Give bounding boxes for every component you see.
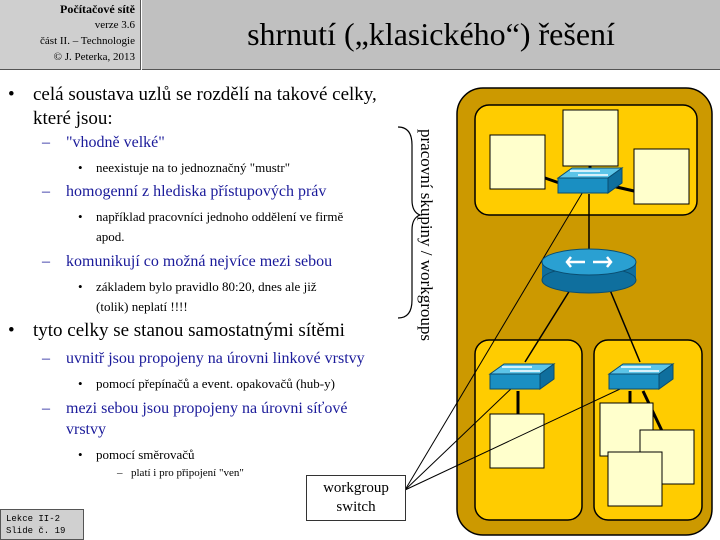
bullet-1-line-1: celá soustava uzlů se rozdělí na takové … xyxy=(33,84,377,105)
sub-sub-bullet-routers: pomocí směrovačů xyxy=(96,447,195,462)
switch-icon xyxy=(607,363,675,390)
dash-marker: – xyxy=(42,134,50,151)
workstation xyxy=(562,109,619,167)
sub-sub-sub-bullet-outside: platí i pro připojení "ven" xyxy=(131,467,244,479)
bullet-marker: • xyxy=(78,209,83,224)
lesson-label: Lekce II-2 xyxy=(6,514,61,524)
switch-icon xyxy=(488,363,556,390)
dash-marker: – xyxy=(42,350,50,367)
sub-bullet-homogeneous: homogenní z hlediska přístupových práv xyxy=(66,183,327,200)
bullet-marker: • xyxy=(8,84,15,105)
copyright-label: © J. Peterka, 2013 xyxy=(53,51,135,63)
slide-number-label: Slide č. 19 xyxy=(6,526,66,536)
callout-line-2: switch xyxy=(336,499,376,515)
dash-marker: – xyxy=(42,253,50,270)
workstation xyxy=(607,451,663,507)
version-label: verze 3.6 xyxy=(94,19,135,31)
slide-footer: Lekce II-2 Slide č. 19 xyxy=(0,509,84,540)
sub-sub-bullet-rule-line-1: základem bylo pravidlo 80:20, dnes ale j… xyxy=(96,279,317,294)
workgroups-label-text: pracovní skupiny / workgroups xyxy=(417,128,436,342)
sub-bullet-link-layer: uvnitř jsou propojeny na úrovni linkové … xyxy=(66,350,365,367)
bullet-2: tyto celky se stanou samostatnými sítěmi xyxy=(33,320,345,341)
callout-line-1: workgroup xyxy=(323,480,389,496)
bullet-marker: • xyxy=(78,376,83,391)
bullet-marker: • xyxy=(78,447,83,462)
bullet-marker: • xyxy=(78,160,83,175)
workstation xyxy=(489,134,546,190)
bullet-1-line-2: které jsou: xyxy=(33,108,113,129)
workgroup-brace xyxy=(397,126,422,319)
sub-bullet-network-layer-line-2: vrstvy xyxy=(66,421,106,438)
bullet-marker: • xyxy=(8,320,15,341)
bullet-marker: • xyxy=(78,279,83,294)
dash-marker: – xyxy=(42,183,50,200)
sub-sub-bullet-switches: pomocí přepínačů a event. opakovačů (hub… xyxy=(96,376,335,391)
sub-bullet-size: "vhodně velké" xyxy=(66,134,165,151)
sub-sub-bullet-department-line-2: apod. xyxy=(96,229,125,244)
slide-title-bar: shrnutí („klasického“) řešení xyxy=(142,0,720,70)
course-info-box: Počítačové sítě verze 3.6 část II. – Tec… xyxy=(0,0,141,70)
course-title: Počítačové sítě xyxy=(60,2,135,16)
sub-sub-bullet-mustr: neexistuje na to jednoznačný "mustr" xyxy=(96,160,291,175)
sub-bullet-network-layer-line-1: mezi sebou jsou propojeny na úrovni síťo… xyxy=(66,400,348,417)
router-icon xyxy=(541,248,637,294)
workstation xyxy=(633,148,690,205)
slide-title: shrnutí („klasického“) řešení xyxy=(247,16,615,52)
workgroup-switch-callout: workgroup switch xyxy=(306,475,406,521)
dash-marker: – xyxy=(117,467,123,479)
switch-icon xyxy=(556,167,624,194)
sub-sub-bullet-rule-line-2: (tolik) neplatí !!!! xyxy=(96,299,188,314)
workstation xyxy=(489,413,545,469)
part-label: část II. – Technologie xyxy=(40,35,135,47)
sub-sub-bullet-department-line-1: například pracovníci jednoho oddělení ve… xyxy=(96,209,344,224)
sub-bullet-communication: komunikují co možná nejvíce mezi sebou xyxy=(66,253,333,270)
dash-marker: – xyxy=(42,400,50,417)
workgroups-side-label: pracovní skupiny / workgroups xyxy=(413,105,439,365)
